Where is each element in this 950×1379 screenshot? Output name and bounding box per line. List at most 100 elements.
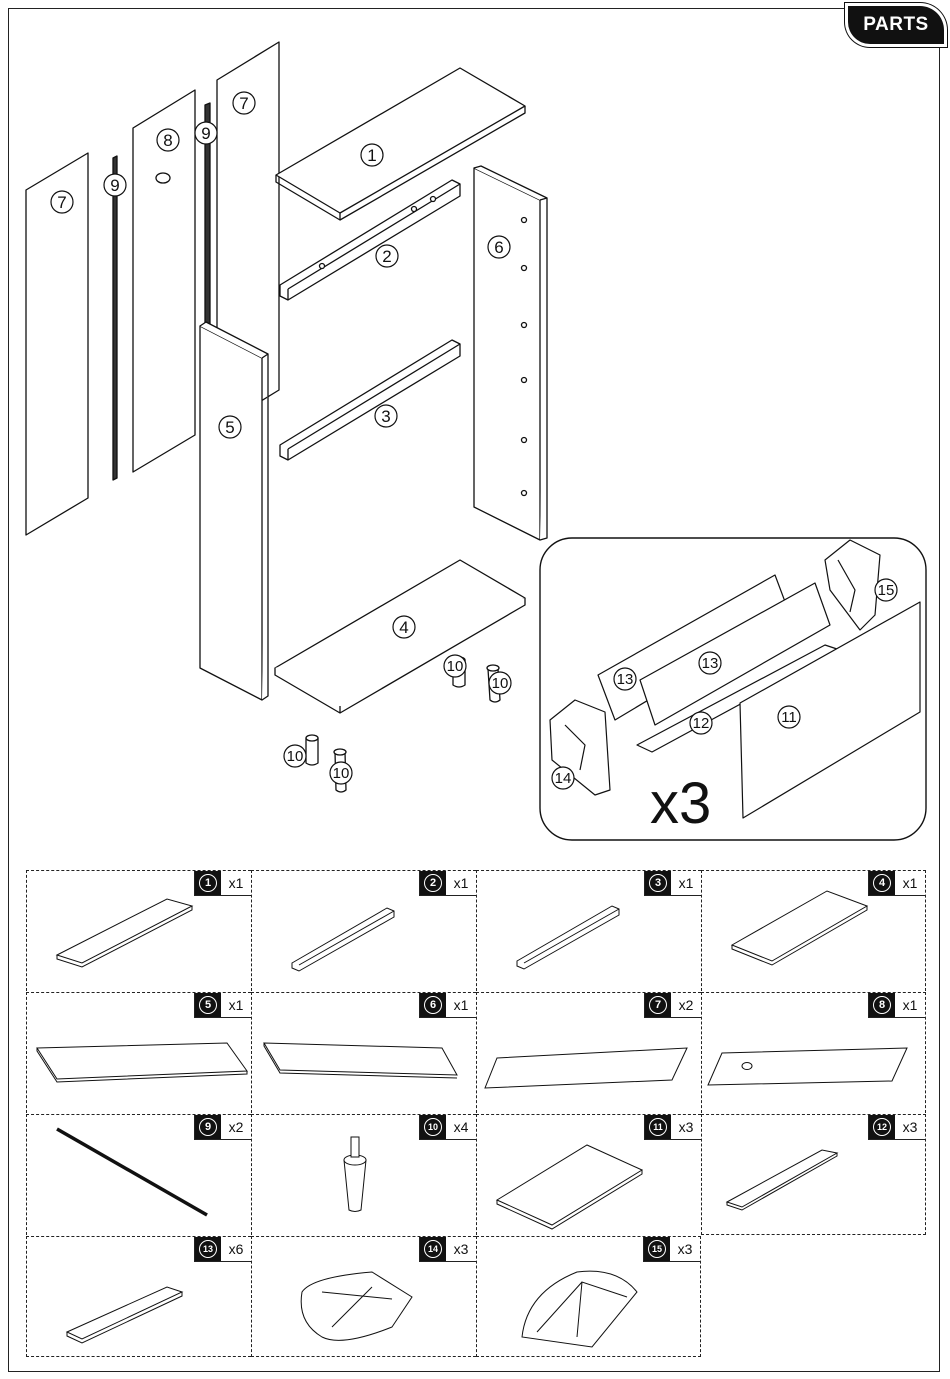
part-number: 7 bbox=[649, 996, 667, 1014]
callout-10c: 10 bbox=[284, 745, 306, 767]
callout-label: 10 bbox=[492, 675, 509, 692]
panel-8-hole bbox=[156, 173, 170, 183]
callout-label: 6 bbox=[494, 238, 503, 257]
part-quantity-label: 8x1 bbox=[868, 993, 925, 1018]
part-quantity-label: 14x3 bbox=[419, 1237, 476, 1262]
callout-13a: 13 bbox=[614, 668, 636, 690]
part-cell-3: 3x1 bbox=[476, 870, 701, 991]
callout-label: 1 bbox=[367, 146, 376, 165]
callout-15: 15 bbox=[875, 579, 897, 601]
part-number: 11 bbox=[649, 1118, 667, 1136]
part-number: 2 bbox=[424, 874, 442, 892]
part-number: 9 bbox=[199, 1118, 217, 1136]
callout-label: 7 bbox=[239, 94, 248, 113]
part-count: x1 bbox=[671, 871, 701, 895]
part-count: x1 bbox=[446, 871, 476, 895]
part-number: 10 bbox=[424, 1118, 442, 1136]
part-count: x3 bbox=[671, 1115, 701, 1139]
part-number: 15 bbox=[648, 1240, 666, 1258]
callout-8: 8 bbox=[157, 129, 179, 151]
part-number: 14 bbox=[424, 1240, 442, 1258]
callout-11: 11 bbox=[778, 706, 800, 728]
exploded-assembly-diagram: 1 2 3 4 5 6 7 7 8 9 9 10 10 10 10 11 12 … bbox=[0, 0, 950, 860]
side-panel-5 bbox=[200, 326, 262, 700]
callout-label: 11 bbox=[781, 709, 797, 726]
callout-2: 2 bbox=[376, 245, 398, 267]
callout-label: 5 bbox=[225, 418, 234, 437]
part-count: x3 bbox=[670, 1237, 700, 1261]
part-count: x1 bbox=[895, 993, 925, 1017]
callout-label: 2 bbox=[382, 247, 391, 266]
part-cell-15: 15x3 bbox=[476, 1236, 701, 1357]
callout-10b: 10 bbox=[489, 672, 511, 694]
part-count: x1 bbox=[221, 871, 251, 895]
part-count: x1 bbox=[446, 993, 476, 1017]
part-number: 5 bbox=[199, 996, 217, 1014]
rod-9-left bbox=[113, 156, 117, 480]
part-cell-9: 9x2 bbox=[26, 1114, 251, 1235]
part-count: x2 bbox=[671, 993, 701, 1017]
part-number: 13 bbox=[199, 1240, 217, 1258]
part-count: x4 bbox=[446, 1115, 476, 1139]
callout-10d: 10 bbox=[330, 762, 352, 784]
part-count: x6 bbox=[221, 1237, 251, 1261]
callout-5: 5 bbox=[219, 416, 241, 438]
part-cell-5: 5x1 bbox=[26, 992, 251, 1113]
part-number: 1 bbox=[199, 874, 217, 892]
part-number: 6 bbox=[424, 996, 442, 1014]
callout-label: 14 bbox=[555, 770, 572, 787]
callout-6: 6 bbox=[488, 236, 510, 258]
part-number: 4 bbox=[873, 874, 891, 892]
part-count: x3 bbox=[446, 1237, 476, 1261]
callout-14: 14 bbox=[552, 767, 574, 789]
callout-7b: 7 bbox=[233, 92, 255, 114]
inset-multiplier: x3 bbox=[650, 770, 711, 837]
side-panel-6 bbox=[474, 168, 540, 540]
part-cell-6: 6x1 bbox=[251, 992, 476, 1113]
part-number: 3 bbox=[649, 874, 667, 892]
callout-label: 13 bbox=[617, 671, 634, 688]
callout-7a: 7 bbox=[51, 191, 73, 213]
callout-label: 13 bbox=[702, 655, 719, 672]
callout-9a: 9 bbox=[104, 174, 126, 196]
part-quantity-label: 7x2 bbox=[644, 993, 701, 1018]
callout-label: 8 bbox=[163, 131, 172, 150]
callout-label: 10 bbox=[333, 765, 350, 782]
part-count: x3 bbox=[895, 1115, 925, 1139]
callout-13b: 13 bbox=[699, 652, 721, 674]
callout-1: 1 bbox=[361, 144, 383, 166]
part-number: 12 bbox=[873, 1118, 891, 1136]
part-number: 8 bbox=[873, 996, 891, 1014]
callout-10a: 10 bbox=[444, 655, 466, 677]
callout-12: 12 bbox=[690, 712, 712, 734]
part-count: x1 bbox=[895, 871, 925, 895]
callout-3: 3 bbox=[375, 405, 397, 427]
callout-label: 10 bbox=[287, 748, 304, 765]
callout-label: 9 bbox=[110, 176, 119, 195]
callout-label: 9 bbox=[201, 124, 210, 143]
callout-label: 15 bbox=[878, 582, 895, 599]
callout-label: 3 bbox=[381, 407, 390, 426]
callout-label: 4 bbox=[399, 618, 408, 637]
callout-9b: 9 bbox=[195, 122, 217, 144]
